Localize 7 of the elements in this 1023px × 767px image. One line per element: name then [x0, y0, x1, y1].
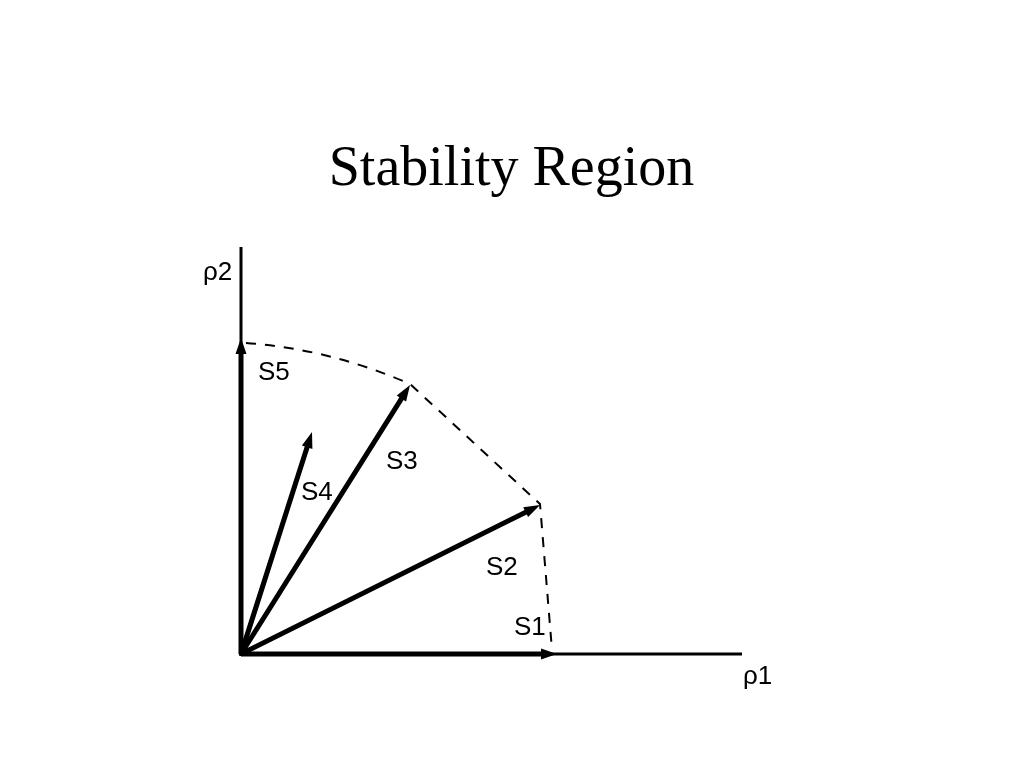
vector-label: S5: [258, 358, 290, 384]
vector-label: S3: [386, 447, 418, 473]
vector-label: S1: [514, 613, 546, 639]
vector-label: S4: [301, 478, 333, 504]
vector-label: S2: [486, 553, 518, 579]
axis-label: ρ2: [203, 258, 233, 284]
axis-label: ρ1: [743, 662, 773, 688]
